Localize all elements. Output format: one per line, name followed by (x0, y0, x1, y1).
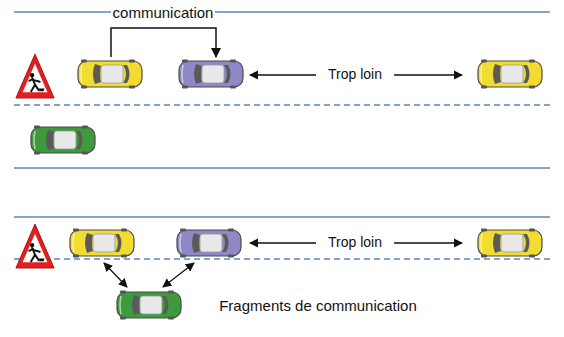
communication-bracket (111, 28, 216, 57)
fragment-arrow (104, 263, 127, 287)
distance-label: Trop loin (326, 66, 384, 83)
lane-divider (14, 258, 550, 260)
lane-border (14, 11, 550, 13)
car (117, 291, 181, 320)
fragment-arrow (163, 263, 194, 287)
distance-arrow (394, 242, 462, 243)
distance-label: Trop loin (326, 234, 384, 251)
car (177, 229, 241, 258)
car (478, 60, 542, 89)
car (478, 229, 542, 258)
communication-label: communication (111, 4, 216, 22)
car (70, 229, 134, 258)
lane-border (14, 167, 550, 169)
roadwork-sign (16, 224, 54, 268)
lane-divider (14, 104, 550, 106)
distance-arrow (250, 242, 316, 243)
roadwork-sign (16, 54, 54, 98)
car (179, 60, 243, 89)
distance-arrow (394, 74, 462, 75)
note-label: Fragments de communication (217, 297, 419, 315)
distance-arrow (250, 74, 316, 75)
car (78, 60, 142, 89)
lane-border (14, 216, 550, 218)
car (31, 126, 95, 155)
